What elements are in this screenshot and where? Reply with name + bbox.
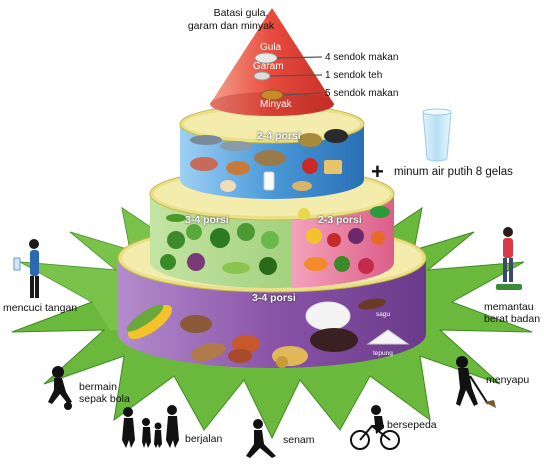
activity-memantau-berat-badan: memantau berat badan bbox=[484, 301, 541, 325]
label-tepung: tepung bbox=[373, 350, 393, 357]
activity-bermain-sepak-bola: bermain sepak bola bbox=[79, 381, 130, 405]
walking-family-icon bbox=[122, 405, 179, 448]
football-player-icon bbox=[48, 366, 72, 410]
activity-bersepeda: bersepeda bbox=[387, 419, 437, 431]
fruit-icons bbox=[298, 206, 390, 274]
tier2-portion-label: 2-4 porsi bbox=[257, 130, 301, 142]
handwashing-person-icon bbox=[13, 239, 39, 298]
vegetable-icons bbox=[160, 214, 279, 275]
activity-mencuci-tangan: mencuci tangan bbox=[3, 302, 78, 314]
activity-menyapu: menyapu bbox=[486, 374, 530, 386]
plus-sign: + bbox=[371, 159, 384, 184]
weighing-person-icon bbox=[496, 227, 522, 290]
label-garam: Garam bbox=[253, 61, 284, 72]
label-gula: Gula bbox=[260, 42, 282, 53]
tier-protein bbox=[179, 104, 365, 199]
portion-minyak: 5 sendok makan bbox=[325, 88, 399, 99]
portion-garam: 1 sendok teh bbox=[325, 70, 383, 81]
gymnastics-person-icon bbox=[246, 419, 276, 458]
staple-food-icons bbox=[126, 298, 410, 368]
tier3-veg-portion-label: 3-4 porsi bbox=[185, 214, 229, 226]
header-line-1: Batasi gula, bbox=[213, 7, 269, 19]
sweeping-person-icon bbox=[456, 356, 496, 408]
tier4-portion-label: 3-4 porsi bbox=[252, 292, 296, 304]
water-label: minum air putih 8 gelas bbox=[394, 166, 513, 178]
header-line-2: garam dan minyak bbox=[187, 20, 275, 32]
portion-gula: 4 sendok makan bbox=[325, 52, 399, 63]
water-glass-icon bbox=[422, 108, 452, 162]
tier3-fruit-portion-label: 2-3 porsi bbox=[318, 214, 362, 226]
protein-food-icons bbox=[190, 129, 348, 192]
activity-berjalan: berjalan bbox=[185, 433, 223, 445]
tier-sugar-salt-oil bbox=[210, 8, 334, 116]
spoon-icons bbox=[253, 52, 323, 101]
activity-senam: senam bbox=[283, 434, 315, 446]
cyclist-icon bbox=[350, 405, 400, 450]
label-sagu: sagu bbox=[376, 311, 391, 318]
label-minyak: Minyak bbox=[260, 99, 292, 110]
